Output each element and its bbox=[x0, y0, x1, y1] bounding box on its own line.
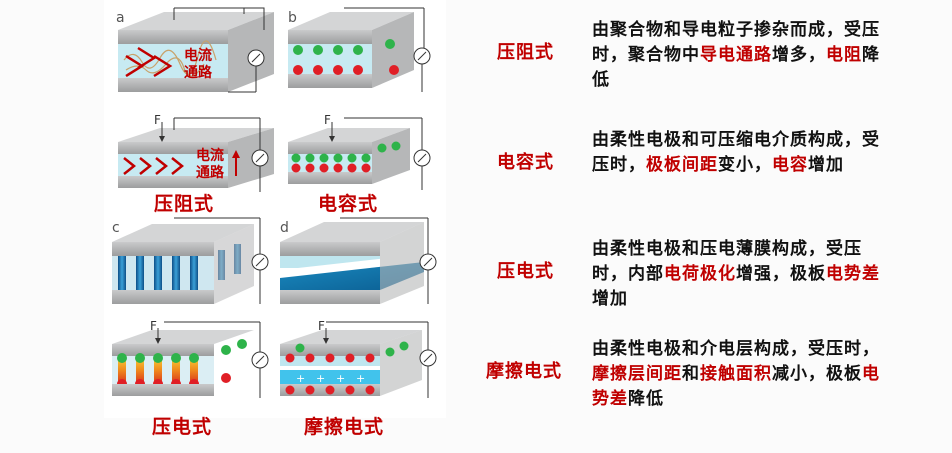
desc-text: 由聚合物和导电粒子掺杂而成，受压时，聚合物中 bbox=[592, 20, 880, 65]
desc-text: 增加 bbox=[808, 155, 844, 175]
caption-triboelectric: 摩擦电式 bbox=[304, 416, 385, 438]
desc-text: 由柔性电极和介电层构成，受压时， bbox=[592, 339, 880, 359]
panel-d-label: d bbox=[280, 220, 289, 236]
desc-text: 由柔性电极和可压缩电介质构成，受压时， bbox=[592, 130, 880, 175]
highlight-term: 电势差 bbox=[826, 264, 880, 284]
desc-text: 减小，极板 bbox=[772, 364, 862, 384]
panel-a-channel-label: 电流 通路 bbox=[184, 47, 217, 81]
highlight-term: 电荷极化 bbox=[664, 264, 736, 284]
panel-c-compressed-sensor bbox=[112, 321, 269, 398]
panel-a-channel-line2: 通路 bbox=[184, 64, 213, 81]
desc-text: 降低 bbox=[592, 45, 880, 90]
desc-text: 和 bbox=[682, 364, 700, 384]
row-name-capacitive: 电容式 bbox=[497, 152, 554, 173]
highlight-term: 摩擦层间距 bbox=[592, 364, 682, 384]
panel-c-force-label: F bbox=[150, 319, 157, 333]
panel-a-compressed-sensor bbox=[118, 117, 274, 192]
panel-a-label: a bbox=[116, 10, 125, 26]
panel-d-sensor bbox=[280, 217, 437, 304]
highlight-term: 电阻 bbox=[826, 45, 862, 65]
panel-c-sensor bbox=[112, 217, 269, 304]
caption-piezoresistive: 压阻式 bbox=[154, 193, 215, 215]
svg-text:+: + bbox=[296, 372, 305, 385]
desc-text: 增多， bbox=[772, 45, 826, 65]
highlight-term: 电势差 bbox=[592, 364, 880, 409]
panel-b-label: b bbox=[288, 10, 297, 26]
panel-a-channel-line1: 电流 bbox=[184, 47, 212, 64]
row-name-triboelectric: 摩擦电式 bbox=[486, 361, 562, 382]
highlight-term: 电容 bbox=[772, 155, 808, 175]
panel-d-force-label: F bbox=[318, 319, 325, 333]
panel-a-force-label: F bbox=[154, 113, 161, 127]
row-desc-triboelectric: 由柔性电极和介电层构成，受压时， 摩擦层间距和接触面积减小，极板电势差降低 bbox=[592, 337, 882, 412]
panel-b-force-label: F bbox=[324, 113, 331, 127]
panel-c-label: c bbox=[112, 220, 120, 236]
caption-piezoelectric: 压电式 bbox=[152, 416, 213, 438]
caption-capacitive: 电容式 bbox=[318, 193, 379, 215]
svg-text:+: + bbox=[336, 372, 345, 385]
panel-b-sensor bbox=[288, 7, 431, 92]
desc-text: 由柔性电极和压电薄膜构成，受压时，内部 bbox=[592, 239, 862, 284]
svg-text:+: + bbox=[356, 372, 365, 385]
desc-text: 降低 bbox=[628, 389, 664, 409]
panel-a2-channel-label: 电流 通路 bbox=[196, 147, 229, 181]
highlight-term: 导电通路 bbox=[700, 45, 772, 65]
highlight-term: 极板间距 bbox=[646, 155, 718, 175]
sensor-diagrams: a 电流 通路 b bbox=[112, 7, 437, 398]
row-desc-piezoelectric: 由柔性电极和压电薄膜构成，受压时，内部电荷极化增强，极板电势差增加 bbox=[592, 237, 882, 312]
svg-text:+: + bbox=[316, 372, 325, 385]
highlight-term: 接触面积 bbox=[700, 364, 772, 384]
row-name-piezoresistive: 压阻式 bbox=[497, 42, 554, 63]
row-name-piezoelectric: 压电式 bbox=[497, 261, 554, 282]
desc-text: 增加 bbox=[592, 289, 628, 309]
row-desc-capacitive: 由柔性电极和可压缩电介质构成，受压时，极板间距变小，电容增加 bbox=[592, 128, 882, 178]
desc-text: 增强，极板 bbox=[736, 264, 826, 284]
panel-b-compressed-sensor bbox=[288, 117, 431, 190]
row-desc-piezoresistive: 由聚合物和导电粒子掺杂而成，受压时，聚合物中导电通路增多，电阻降低 bbox=[592, 18, 882, 93]
desc-text: 变小， bbox=[718, 155, 772, 175]
panel-a-sensor bbox=[118, 7, 274, 93]
sensor-diagram-panel: a 电流 通路 b bbox=[104, 0, 446, 418]
panel-d-compressed-sensor: + + + + bbox=[280, 321, 437, 398]
